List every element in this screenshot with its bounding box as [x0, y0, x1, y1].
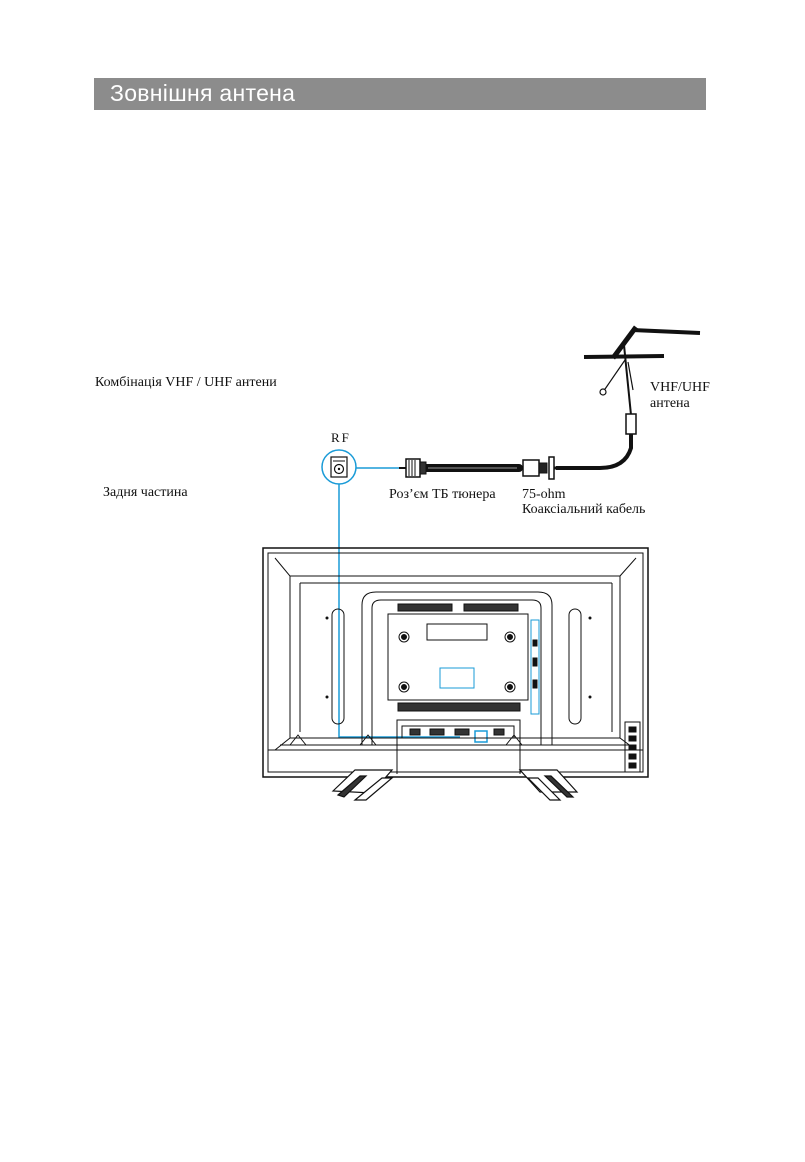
section-title: Зовнішня антена — [110, 80, 296, 106]
cable-type-label: 75-ohm — [522, 487, 566, 502]
rf-label: RF — [331, 430, 351, 445]
antenna-icon — [556, 325, 701, 470]
antenna-type-label: VHF/UHF — [650, 380, 710, 395]
tuner-jack-label: Роз’єм ТБ тюнера — [389, 487, 496, 502]
coaxial-cable-icon — [421, 456, 560, 480]
tv-stand-left — [331, 769, 394, 801]
antenna-combination-label: Комбінація VHF / UHF антени — [95, 375, 277, 390]
rf-leader-lines — [338, 467, 488, 743]
coaxial-cable-label: Коаксіальний кабель — [522, 502, 646, 517]
tv-tuner-plug-icon — [399, 458, 427, 478]
tv-stand-right — [518, 769, 579, 801]
rf-port-icon — [321, 449, 357, 485]
antenna-label: антена — [650, 396, 690, 411]
tv-rear-panel — [262, 547, 649, 778]
rear-side-label: Задня частина — [103, 485, 188, 500]
section-header-bar: Зовнішня антена — [94, 78, 706, 110]
